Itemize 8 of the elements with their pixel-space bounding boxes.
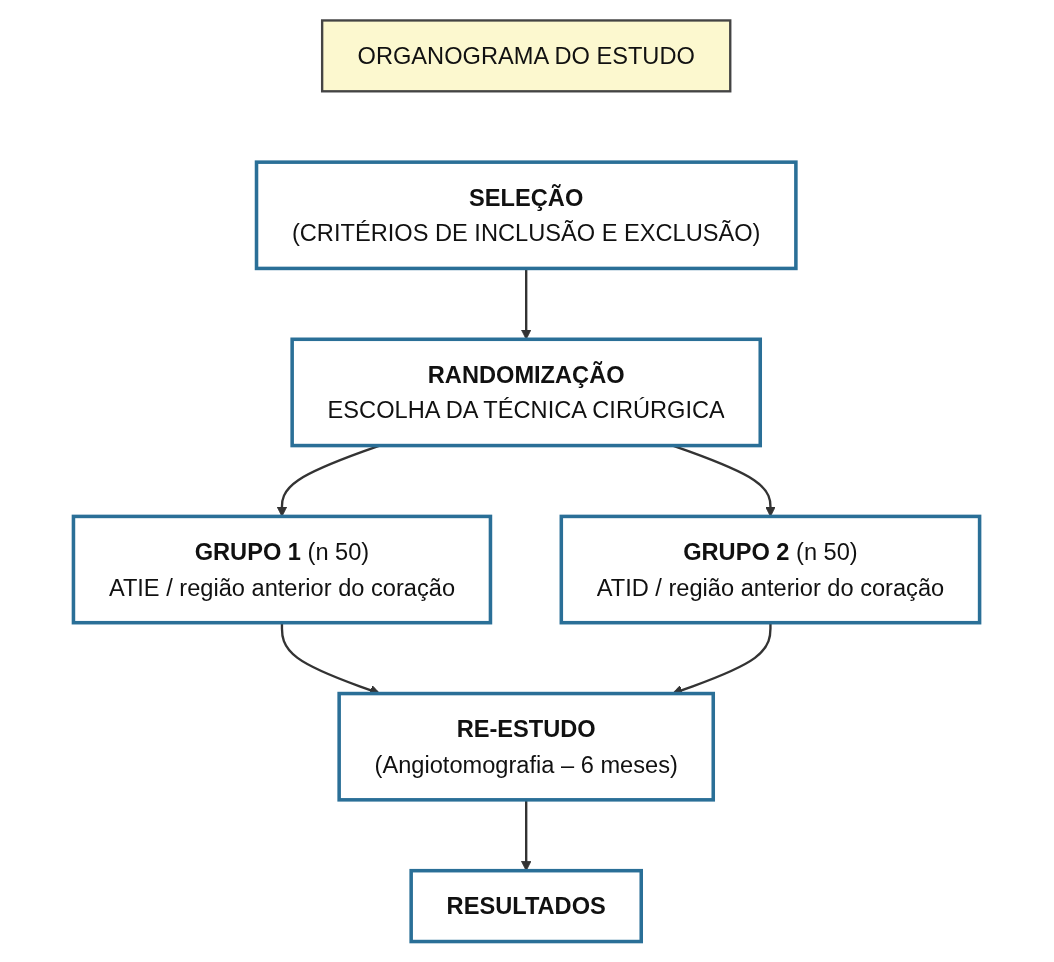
- arrow: [521, 268, 532, 340]
- node-box: GRUPO 1 (n 50) ATIE / região anterior do coração: [72, 514, 493, 625]
- node-box: GRUPO 2 (n 50) ATID / região anterior do coração: [560, 514, 982, 625]
- node-box: RANDOMIZAÇÃO ESCOLHA DA TÉCNICA CIRÚRGICA: [290, 337, 763, 448]
- node-box: SELEÇÃO (CRITÉRIOS DE INCLUSÃO E EXCLUSÃO): [255, 160, 799, 271]
- node-box: ORGANOGRAMA DO ESTUDO: [321, 19, 732, 93]
- node-box: RE-ESTUDO (Angiotomografia – 6 meses): [337, 691, 716, 802]
- node-box: RESULTADOS: [409, 868, 644, 944]
